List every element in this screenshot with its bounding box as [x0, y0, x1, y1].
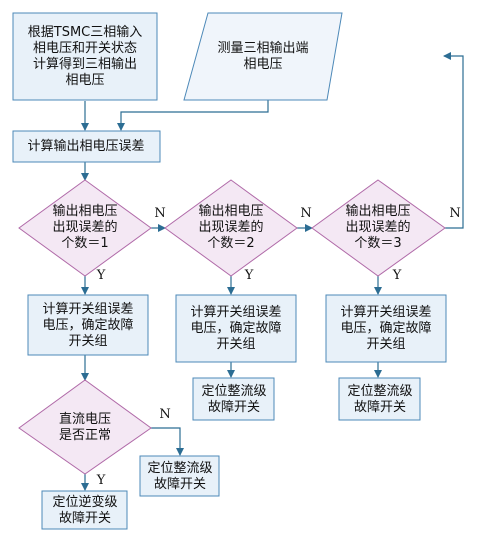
decision-diamond-count-3	[311, 179, 446, 277]
process-box-rect-fault-2	[192, 377, 275, 421]
switch-group-1-line-1: 计算开关组误差	[42, 302, 133, 317]
connectors	[81, 52, 464, 491]
decision-2-line-1: 输出相电压	[198, 203, 263, 219]
switch-group-1-line-2: 电压，确定故障	[42, 318, 133, 333]
decision-2-line-3: 个数＝2	[207, 236, 254, 251]
edge-labels: N N N Y Y Y N Y	[96, 206, 461, 488]
rect-fault-2-line-2: 故障开关	[208, 400, 260, 415]
rect-fault-dc-line-2: 故障开关	[154, 477, 206, 492]
process-text-switch-group-2: 计算开关组误差电压，确定故障开关组	[190, 305, 281, 352]
process-box-switch-group-3	[325, 294, 447, 363]
switch-group-2-line-3: 开关组	[216, 337, 255, 352]
decision-2-line-2: 出现误差的	[198, 219, 263, 235]
nodes: 根据TSMC三相输入相电压和开关状态计算得到三相输出相电压 测量三相输出端相电压…	[12, 12, 447, 530]
calc-error-line-1: 计算输出相电压误差	[27, 138, 144, 154]
measure-line-1: 测量三相输出端	[217, 40, 308, 56]
process-box-rect-fault-dc	[139, 455, 220, 497]
process-box-calc-error	[12, 130, 161, 163]
process-box-inverter-fault	[41, 490, 128, 530]
process-box-switch-group-1	[27, 294, 149, 356]
edge-measure-to-error	[117, 100, 269, 131]
label-decision2-yes: Y	[244, 268, 254, 283]
decision-3-line-3: 个数＝3	[354, 236, 401, 251]
process-text-rect-fault-3: 定位整流级故障开关	[347, 384, 412, 415]
rect-fault-dc-line-1: 定位整流级	[147, 461, 212, 476]
process-text-calc-from-tsmc: 根据TSMC三相输入相电压和开关状态计算得到三相输出相电压	[28, 24, 143, 88]
switch-group-3-line-2: 电压，确定故障	[340, 321, 431, 336]
label-decision3-no: N	[449, 206, 460, 221]
label-decision1-no: N	[154, 206, 165, 221]
io-parallelogram-measure	[183, 12, 343, 101]
inverter-fault-line-1: 定位逆变级	[52, 494, 117, 510]
decision-1-line-1: 输出相电压	[52, 203, 117, 219]
rect-fault-2-line-1: 定位整流级	[201, 384, 266, 399]
switch-group-3-line-3: 开关组	[366, 337, 405, 352]
process-text-rect-fault-2: 定位整流级故障开关	[201, 384, 266, 415]
switch-group-2-line-1: 计算开关组误差	[190, 305, 281, 320]
switch-group-2-line-2: 电压，确定故障	[190, 321, 281, 336]
process-text-inverter-fault: 定位逆变级故障开关	[52, 494, 117, 526]
switch-group-1-line-3: 开关组	[68, 334, 107, 349]
decision-text-count-1: 输出相电压出现误差的个数＝1	[52, 203, 117, 251]
label-dc-no: N	[159, 407, 170, 422]
process-box-calc-from-tsmc	[12, 12, 158, 101]
io-text-measure: 测量三相输出端相电压	[217, 40, 308, 72]
decision-text-count-3: 输出相电压出现误差的个数＝3	[345, 203, 410, 251]
edge-decision3-no-loop	[443, 52, 464, 229]
dc-voltage-line-2: 是否正常	[59, 428, 111, 443]
rect-fault-3-line-1: 定位整流级	[347, 384, 412, 399]
inverter-fault-line-2: 故障开关	[59, 511, 111, 526]
label-decision3-yes: Y	[392, 268, 402, 283]
process-text-rect-fault-dc: 定位整流级故障开关	[147, 461, 212, 492]
calc-from-tsmc-line-4: 相电压	[65, 73, 104, 88]
calc-from-tsmc-line-2: 相电压和开关状态	[33, 41, 137, 56]
decision-3-line-1: 输出相电压	[345, 203, 410, 219]
decision-diamond-dc-voltage	[18, 379, 152, 475]
measure-line-2: 相电压	[243, 57, 282, 72]
label-dc-yes: Y	[96, 473, 106, 488]
rect-fault-3-line-2: 故障开关	[354, 400, 406, 415]
calc-from-tsmc-line-1: 根据TSMC三相输入	[28, 24, 143, 40]
decision-1-line-3: 个数＝1	[61, 236, 108, 251]
process-text-calc-error: 计算输出相电压误差	[27, 138, 144, 154]
process-text-switch-group-3: 计算开关组误差电压，确定故障开关组	[340, 305, 431, 352]
decision-text-dc-voltage: 直流电压是否正常	[59, 412, 111, 443]
decision-diamond-count-1	[18, 179, 152, 277]
label-decision2-no: N	[300, 206, 311, 221]
decision-diamond-count-2	[164, 179, 298, 277]
edge-dc-no	[151, 427, 184, 456]
process-box-rect-fault-3	[338, 377, 421, 421]
decision-text-count-2: 输出相电压出现误差的个数＝2	[198, 203, 263, 251]
decision-3-line-2: 出现误差的	[345, 219, 410, 235]
process-box-switch-group-2	[175, 294, 297, 363]
label-decision1-yes: Y	[96, 268, 106, 283]
decision-1-line-2: 出现误差的	[52, 219, 117, 235]
switch-group-3-line-1: 计算开关组误差	[340, 305, 431, 320]
process-text-switch-group-1: 计算开关组误差电压，确定故障开关组	[42, 302, 133, 349]
dc-voltage-line-1: 直流电压	[59, 412, 111, 427]
calc-from-tsmc-line-3: 计算得到三相输出	[33, 56, 137, 72]
